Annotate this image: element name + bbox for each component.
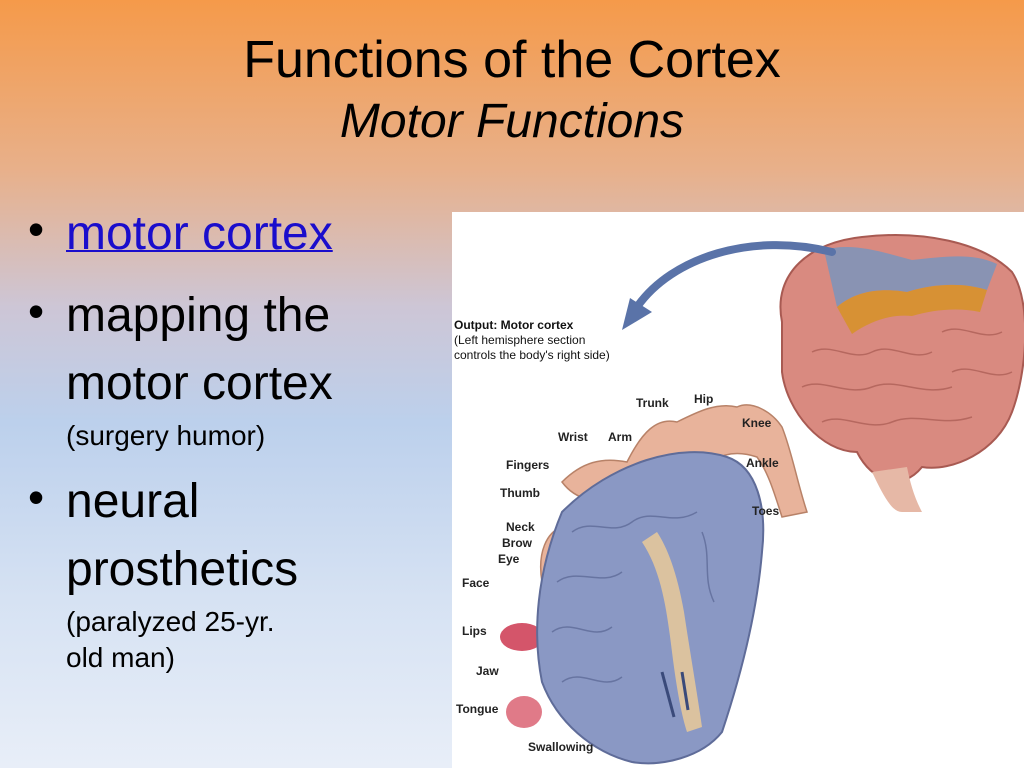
output-title: Output: Motor cortex xyxy=(454,318,574,332)
bullet-list: • motor cortex • mapping the motor corte… xyxy=(28,200,438,690)
label-knee: Knee xyxy=(742,416,772,430)
label-tongue: Tongue xyxy=(456,702,499,716)
label-brow: Brow xyxy=(502,536,532,550)
bullet-prosthetics-line1: neural xyxy=(66,475,200,528)
bullet-dot: • xyxy=(28,285,45,337)
motor-cortex-figure: Output: Motor cortex (Left hemisphere se… xyxy=(452,212,1024,768)
brain-illustration xyxy=(500,234,1024,765)
bullet-dot: • xyxy=(28,471,45,523)
label-wrist: Wrist xyxy=(558,430,588,444)
slide-header: Functions of the Cortex Motor Functions xyxy=(0,28,1024,152)
bullet-mapping-line2: motor cortex xyxy=(66,357,333,410)
output-caption: Output: Motor cortex (Left hemisphere se… xyxy=(454,318,610,363)
bullet-prosthetics-note1: (paralyzed 25-yr. xyxy=(66,606,275,637)
label-hip: Hip xyxy=(694,392,714,406)
cortex-section xyxy=(536,451,765,765)
bullet-mapping-line1: mapping the xyxy=(66,289,331,342)
output-line2: controls the body's right side) xyxy=(454,348,610,362)
bullet-mapping-note: (surgery humor) xyxy=(66,420,266,451)
bullet-dot: • xyxy=(28,203,45,255)
brain-image xyxy=(779,234,1024,512)
label-toes: Toes xyxy=(752,504,780,518)
bullet-item-prosthetics: • neural prosthetics (paralyzed 25-yr. o… xyxy=(28,468,438,676)
output-line1: (Left hemisphere section xyxy=(454,333,586,347)
label-trunk: Trunk xyxy=(636,396,669,410)
bullet-item-motor-cortex: • motor cortex xyxy=(28,200,438,268)
motor-cortex-link[interactable]: motor cortex xyxy=(66,207,333,260)
bullet-prosthetics-note2: old man) xyxy=(66,642,175,673)
label-swallowing: Swallowing xyxy=(528,740,594,754)
label-arm: Arm xyxy=(608,430,633,444)
slide-subtitle: Motor Functions xyxy=(339,95,685,148)
label-jaw: Jaw xyxy=(476,664,499,678)
label-eye: Eye xyxy=(498,552,520,566)
bullet-item-mapping: • mapping the motor cortex (surgery humo… xyxy=(28,282,438,454)
slide-title: Functions of the Cortex xyxy=(243,31,781,89)
curved-arrow-icon xyxy=(622,241,836,330)
label-ankle: Ankle xyxy=(746,456,779,470)
label-lips: Lips xyxy=(462,624,487,638)
label-face: Face xyxy=(462,576,490,590)
label-neck: Neck xyxy=(506,520,535,534)
bullet-prosthetics-line2: prosthetics xyxy=(66,543,299,596)
label-thumb: Thumb xyxy=(500,486,540,500)
label-fingers: Fingers xyxy=(506,458,550,472)
